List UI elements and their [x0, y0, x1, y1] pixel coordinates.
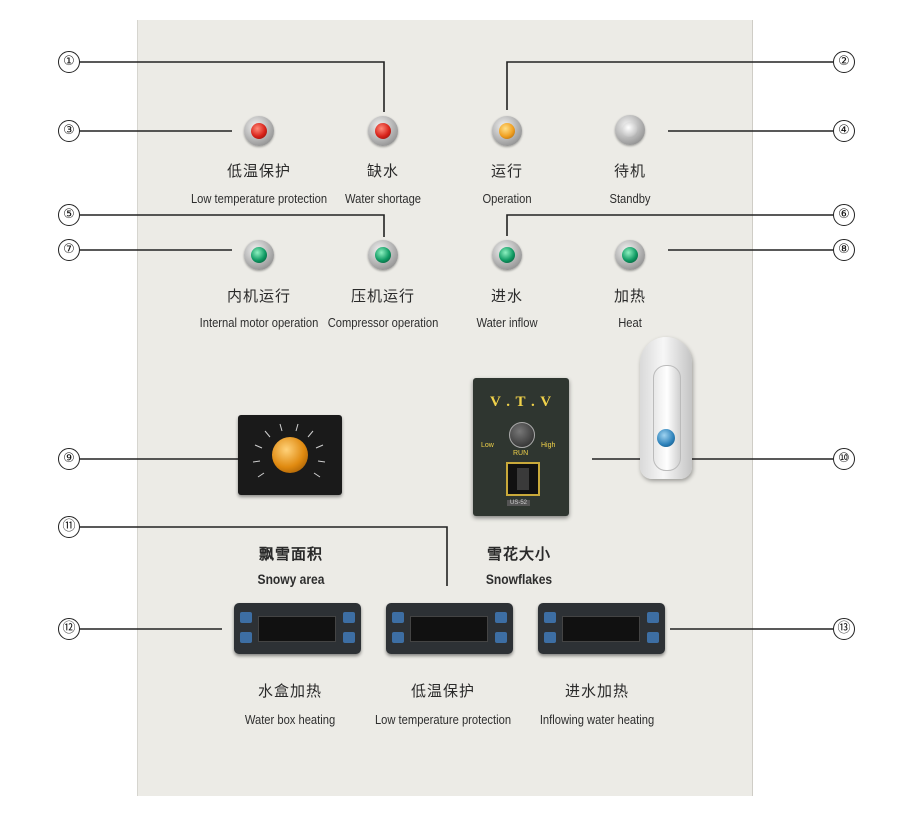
callout-10: ⑩: [833, 448, 855, 470]
callout-9: ⑨: [58, 448, 80, 470]
snowy-area-label-zh: 飘雪面积: [258, 545, 324, 563]
callout-11: ⑪: [58, 516, 80, 538]
compressor-operation-lamp: [368, 240, 398, 270]
water-box-heating-controller[interactable]: [234, 603, 361, 654]
indicator-label-en-8: Heat: [618, 315, 642, 330]
callout-13: ⑬: [833, 618, 855, 640]
heat-lamp: [615, 240, 645, 270]
low-temperature-protection-lamp: [244, 116, 274, 146]
controller-display: [562, 616, 640, 642]
speed-model-label: US-52: [507, 500, 531, 506]
indicator-label-zh-7: 进水: [490, 287, 524, 305]
door-handle-grip: [653, 365, 681, 471]
controller-display: [258, 616, 336, 642]
indicator-label-en-2: Water shortage: [344, 191, 422, 206]
indicator-label-zh-4: 待机: [613, 162, 647, 180]
callout-5: ⑤: [58, 204, 80, 226]
indicator-label-zh-2: 缺水: [366, 162, 400, 180]
indicator-label-en-7: Water inflow: [476, 315, 538, 330]
controller-label-zh-1: 水盒加热: [257, 682, 323, 700]
indicator-label-en-4: Standby: [609, 191, 651, 206]
indicator-label-en-3: Operation: [482, 191, 532, 206]
door-handle[interactable]: [640, 337, 692, 479]
indicator-label-en-6: Compressor operation: [327, 315, 439, 330]
indicator-label-zh-3: 运行: [490, 162, 524, 180]
indicator-label-en-5: Internal motor operation: [199, 315, 319, 330]
low-temperature-protection-controller[interactable]: [386, 603, 513, 654]
controller-label-en-2: Low temperature protection: [374, 712, 512, 727]
callout-3: ③: [58, 120, 80, 142]
indicator-label-zh-1: 低温保护: [226, 162, 292, 180]
speed-knob[interactable]: [509, 422, 535, 448]
dial-scale-icon: [252, 423, 326, 478]
indicator-label-en-1: Low temperature protection: [190, 191, 328, 206]
snowflake-speed-controller[interactable]: V . T . V Low High RUN US-52: [473, 378, 569, 516]
speed-controller-brand: V . T . V: [489, 394, 553, 410]
water-inflow-lamp: [492, 240, 522, 270]
callout-12: ⑫: [58, 618, 80, 640]
speed-low-label: Low: [481, 442, 494, 449]
indicator-label-zh-5: 内机运行: [226, 287, 292, 305]
callout-6: ⑥: [833, 204, 855, 226]
callout-7: ⑦: [58, 239, 80, 261]
controller-display: [410, 616, 488, 642]
speed-run-label: RUN: [513, 450, 529, 457]
controller-label-zh-2: 低温保护: [410, 682, 476, 700]
indicator-label-zh-8: 加热: [613, 287, 647, 305]
controller-label-zh-3: 进水加热: [564, 682, 630, 700]
callout-4: ④: [833, 120, 855, 142]
snowflakes-label-en: Snowflakes: [485, 571, 553, 587]
callout-8: ⑧: [833, 239, 855, 261]
rocker-switch[interactable]: [506, 462, 540, 496]
speed-high-label: High: [541, 442, 556, 449]
water-shortage-lamp: [368, 116, 398, 146]
internal-motor-operation-lamp: [244, 240, 274, 270]
snowy-area-dial[interactable]: [238, 415, 342, 495]
standby-lamp: [615, 115, 645, 145]
inflowing-water-heating-controller[interactable]: [538, 603, 665, 654]
rocker-switch-toggle: [517, 468, 529, 490]
snowy-area-label-en: Snowy area: [257, 571, 325, 587]
controller-label-en-3: Inflowing water heating: [539, 712, 655, 727]
controller-label-en-1: Water box heating: [244, 712, 336, 727]
indicator-label-zh-6: 压机运行: [350, 287, 416, 305]
snowflakes-label-zh: 雪花大小: [486, 545, 552, 563]
callout-2: ②: [833, 51, 855, 73]
dial-knob[interactable]: [272, 437, 308, 473]
door-lock-icon: [657, 429, 675, 447]
callout-1: ①: [58, 51, 80, 73]
operation-lamp: [492, 116, 522, 146]
